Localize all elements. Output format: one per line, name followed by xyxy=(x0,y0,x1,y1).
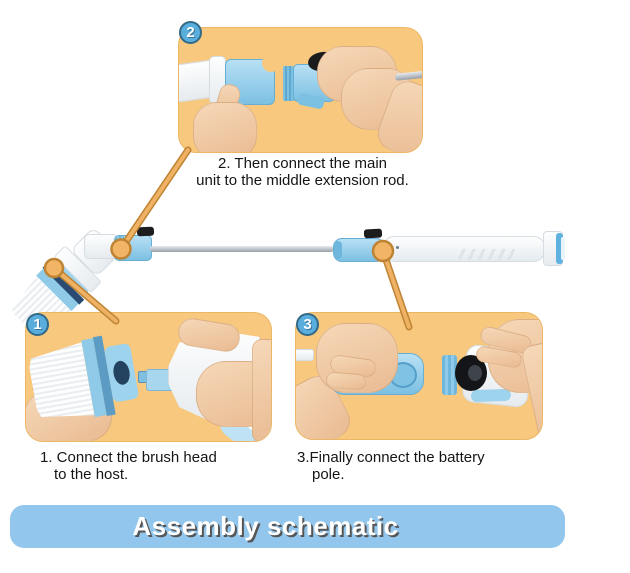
step1-caption-line1: 1. Connect the brush head xyxy=(40,449,217,466)
step3-photo-panel xyxy=(295,312,543,440)
step2-caption: 2. Then connect the main unit to the mid… xyxy=(160,155,445,189)
step1-socket-hole xyxy=(111,359,132,386)
end-cap-blue-ring xyxy=(556,233,563,264)
step3-blue-strap xyxy=(470,388,512,403)
step2-photo-panel xyxy=(178,27,423,153)
step2-sleeve-notch xyxy=(262,54,280,72)
battery-handle xyxy=(383,236,545,262)
step2-caption-line2: unit to the middle extension rod. xyxy=(196,172,409,189)
step2-number: 2 xyxy=(186,24,195,41)
step1-right-forearm xyxy=(252,339,271,441)
step1-photo-panel xyxy=(25,312,272,442)
front-connector-clip xyxy=(136,226,155,237)
step1-number: 1 xyxy=(33,316,42,333)
step3-socket-inner xyxy=(468,365,482,381)
step2-number-badge: 2 xyxy=(179,21,202,44)
rear-sleeve-lip xyxy=(334,241,342,259)
step3-left-finger-2 xyxy=(325,371,367,391)
handle-screw-dot xyxy=(396,246,399,249)
step2-caption-line1: 2. Then connect the main xyxy=(218,155,387,172)
front-pole-connector xyxy=(114,235,152,261)
step3-collar-ridges xyxy=(442,355,457,395)
step1-number-badge: 1 xyxy=(26,313,49,336)
step1-caption-line2: to the host. xyxy=(54,466,129,483)
front-connector-ridges xyxy=(115,236,124,260)
step2-left-hand xyxy=(193,102,257,152)
step1-caption: 1. Connect the brush head to the host. xyxy=(40,449,280,483)
rear-pole-sleeve xyxy=(333,238,385,262)
title-banner-label: Assembly schematic xyxy=(132,511,399,541)
title-banner: Assembly schematic xyxy=(10,505,565,548)
rear-sleeve-clip xyxy=(363,228,383,239)
step3-caption-line1: 3.Finally connect the battery xyxy=(297,449,485,466)
handle-grip-ridges xyxy=(456,249,518,260)
end-cap-tip xyxy=(561,237,565,260)
elbow-coupler xyxy=(84,234,118,259)
extension-pole xyxy=(150,246,334,252)
step3-caption: 3.Finally connect the battery pole. xyxy=(297,449,547,483)
step3-caption-line2: pole. xyxy=(312,466,345,483)
step3-number-badge: 3 xyxy=(296,313,319,336)
step3-number: 3 xyxy=(303,316,312,333)
step3-pole-stub xyxy=(296,349,314,361)
step2-rod-collar-ridges xyxy=(283,66,294,101)
step2-connector-lip xyxy=(297,92,325,110)
